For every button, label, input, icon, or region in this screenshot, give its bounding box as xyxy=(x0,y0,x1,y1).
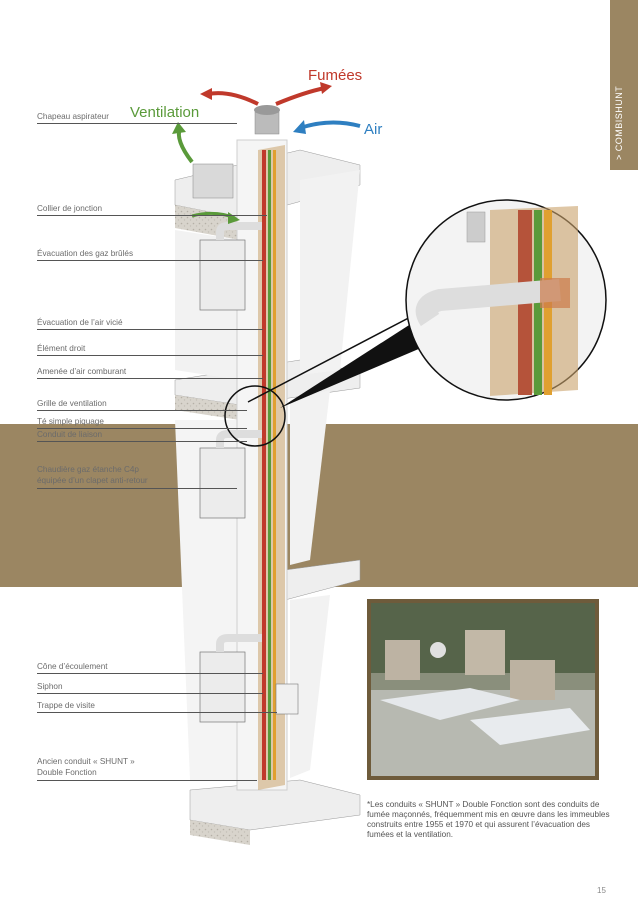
wall-right-1 xyxy=(300,170,360,375)
footnote: *Les conduits « SHUNT » Double Fonction … xyxy=(367,800,610,839)
label-cone-ecoulement: Cône d’écoulement xyxy=(37,662,108,671)
zoom-connector xyxy=(247,311,421,403)
wall-right-2 xyxy=(290,390,330,565)
label-evacuation-gaz-brules: Évacuation des gaz brûlés xyxy=(37,249,134,258)
ventilation-arrow xyxy=(176,127,194,164)
floor-slab-3 xyxy=(284,559,361,601)
label-siphon: Siphon xyxy=(37,682,63,691)
label-amenee-air: Amenée d’air comburant xyxy=(37,367,127,376)
sidebar-tab xyxy=(610,0,638,170)
air-arrow xyxy=(299,120,361,130)
rooftop-photo xyxy=(367,599,599,780)
chapeau-aspirateur xyxy=(254,111,280,135)
ventilation-unit xyxy=(192,163,234,199)
boiler-3 xyxy=(199,634,262,723)
fumees-arrow-right xyxy=(275,86,326,106)
leader-cone xyxy=(37,673,263,674)
leader-chaudiere xyxy=(37,488,237,489)
label-element-droit: Élément droit xyxy=(37,344,86,353)
leader-element-droit xyxy=(37,355,263,356)
wall-right-3 xyxy=(290,595,330,778)
fumees-arrow-left xyxy=(207,91,259,106)
leader-air-vicie xyxy=(37,329,263,330)
leader-te xyxy=(37,428,247,429)
label-chaudiere-2: équipée d’un clapet anti-retour xyxy=(37,476,148,485)
zoom-conduit xyxy=(415,279,561,327)
label-conduit-liaison: Conduit de liaison xyxy=(37,430,103,439)
leader-amenee-air xyxy=(37,378,263,379)
fumees-duct xyxy=(262,150,266,780)
ventilation-label: Ventilation xyxy=(130,104,200,121)
label-te-simple-piquage: Té simple piquage xyxy=(37,417,104,426)
ventilation-duct xyxy=(268,150,271,780)
leader-evacuation-gaz xyxy=(37,260,263,261)
zoom-grille xyxy=(466,211,486,243)
page-number: 15 xyxy=(597,886,606,895)
label-chapeau-aspirateur: Chapeau aspirateur xyxy=(37,112,109,121)
leader-grille xyxy=(37,410,247,411)
leader-ancien-conduit xyxy=(37,780,257,781)
fumees-label: Fumées xyxy=(308,67,363,84)
leader-trappe xyxy=(37,712,277,713)
label-collier-de-jonction: Collier de jonction xyxy=(37,204,103,213)
label-ancien-conduit: Ancien conduit « SHUNT » xyxy=(37,757,135,766)
label-trappe-visite: Trappe de visite xyxy=(37,701,95,710)
zoom-circle-small xyxy=(224,385,286,447)
leader-chapeau-aspirateur xyxy=(37,123,237,124)
air-duct xyxy=(273,150,276,780)
label-chaudiere: Chaudière gaz étanche C4p xyxy=(37,465,139,474)
boiler-1 xyxy=(199,222,262,311)
boiler-2 xyxy=(199,430,262,519)
label-grille-ventilation: Grille de ventilation xyxy=(37,399,107,408)
leader-conduit-liaison xyxy=(37,441,247,442)
label-double-fonction: Double Fonction xyxy=(37,768,97,777)
air-label: Air xyxy=(364,121,383,138)
trappe-de-visite xyxy=(275,683,299,715)
leader-siphon xyxy=(37,693,263,694)
label-evacuation-air-vicie: Évacuation de l’air vicié xyxy=(37,318,123,327)
leader-collier xyxy=(37,215,267,216)
